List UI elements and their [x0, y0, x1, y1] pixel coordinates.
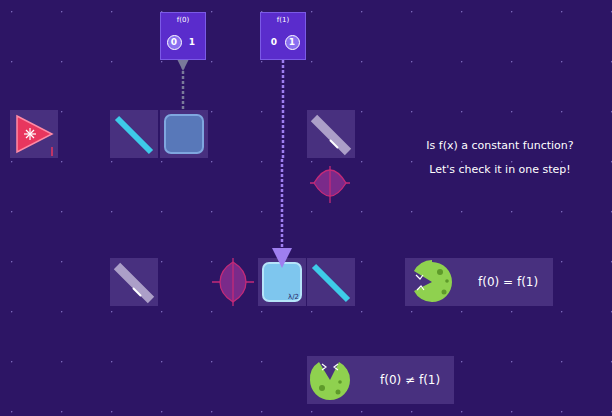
detector-label: f(0) ≠ f(1): [380, 373, 440, 387]
function-name: f(1): [261, 16, 305, 24]
value-toggle: 1: [285, 35, 300, 50]
control-line: [282, 60, 283, 258]
function-box: f(1) 01: [260, 12, 306, 60]
plate-label: λ/2: [288, 293, 299, 301]
function-box: f(0) 01: [160, 12, 206, 60]
value-toggle: 1: [185, 35, 200, 50]
detector-box: f(0) ≠ f(1): [307, 356, 454, 404]
hint-text: Is f(x) a constant function?: [426, 139, 573, 152]
value-row: 01: [261, 35, 305, 50]
value-toggle: 0: [167, 35, 182, 50]
detector-box: f(0) = f(1): [405, 258, 553, 306]
value-row: 01: [161, 35, 205, 50]
function-name: f(0): [161, 16, 205, 24]
detector-label: f(0) = f(1): [478, 275, 538, 289]
value-toggle: 0: [267, 35, 282, 50]
hint-text: Let's check it in one step!: [429, 163, 571, 176]
half-wave-plate: λ/2: [258, 258, 306, 306]
